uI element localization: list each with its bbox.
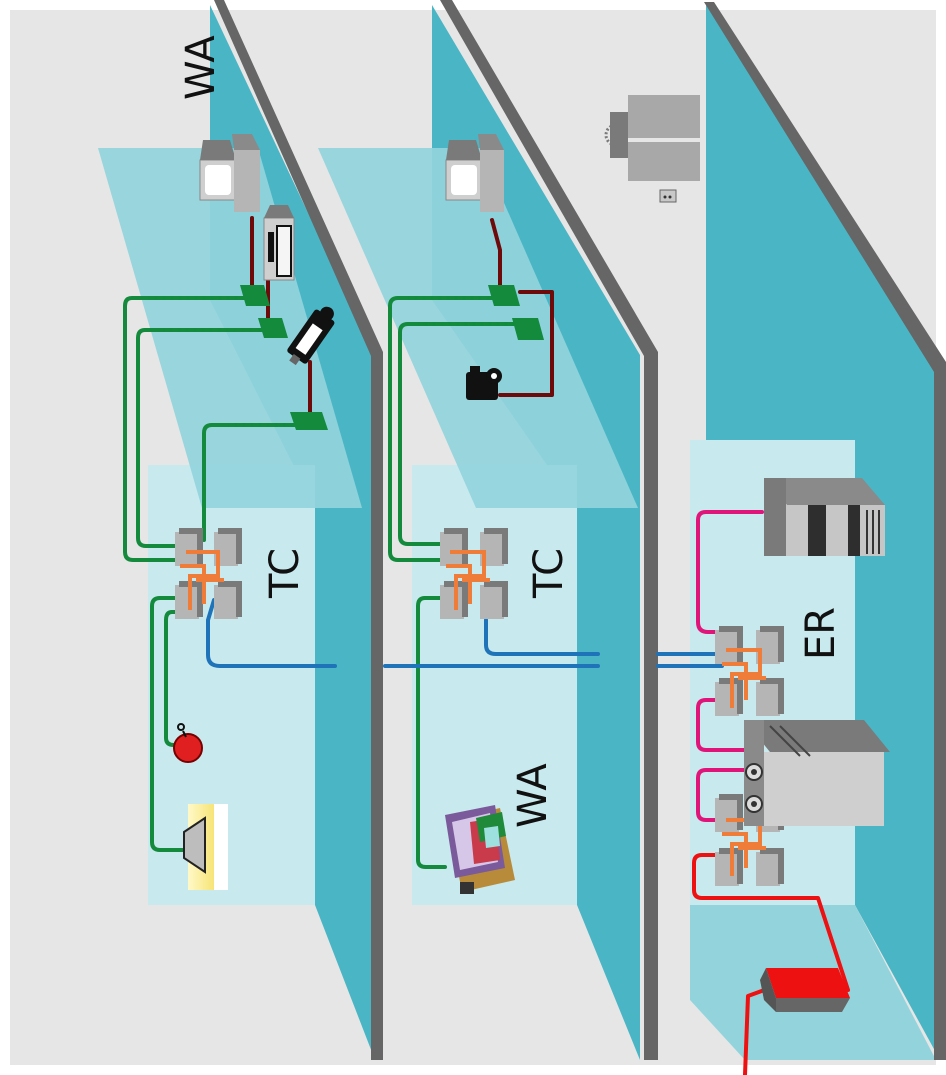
green-cable — [150, 596, 187, 852]
access-control-reader-icon — [263, 205, 295, 281]
network-camera-icon — [199, 134, 260, 212]
magenta-cable — [696, 510, 764, 634]
label-tc-floor-1: TC — [262, 548, 308, 599]
magenta-cable — [696, 698, 747, 752]
blue-backbone-cable — [206, 598, 337, 668]
ptz-camera-icon — [287, 306, 335, 366]
green-cable — [388, 296, 497, 562]
cabling — [123, 216, 850, 1075]
alarm-bell-icon — [173, 723, 203, 763]
patch-panel-icon — [175, 528, 242, 619]
green-dotted-cable — [148, 296, 298, 427]
blue-backbone-cable — [656, 652, 724, 668]
server-icon — [764, 478, 885, 556]
outlet-plate — [512, 318, 544, 340]
green-cable — [123, 296, 252, 562]
outlet-plate — [290, 412, 328, 430]
floor-2 — [318, 0, 658, 1060]
blue-backbone-cable — [484, 618, 600, 656]
floor-2-telecom-room — [412, 465, 577, 905]
maroon-cable — [490, 218, 502, 292]
green-cable — [398, 322, 522, 546]
green-dotted-cable — [408, 296, 518, 326]
floor-2-wall-edge — [440, 0, 658, 1060]
floor-2-work-area-panel — [318, 148, 638, 508]
magenta-cable — [696, 768, 747, 822]
speaker-icon — [183, 804, 228, 890]
nvr-storage-icon — [744, 720, 890, 826]
green-cable — [202, 423, 302, 542]
outlet-plates — [240, 285, 544, 430]
ptz-camera-icon — [466, 366, 502, 400]
green-cable — [416, 596, 447, 869]
patch-panel-icon — [440, 528, 508, 619]
network-camera-icon — [445, 134, 504, 212]
patch-panel-icon — [715, 626, 784, 716]
red-cable — [692, 853, 850, 992]
label-er: ER — [798, 607, 844, 660]
green-cable — [136, 328, 270, 548]
touch-panel-icon — [445, 805, 515, 894]
maroon-cable — [498, 290, 554, 397]
outlet-plate — [488, 285, 520, 306]
ups-icon — [604, 95, 700, 203]
outlet-plate — [240, 285, 270, 306]
outlet-plate — [258, 318, 288, 338]
router-icon — [760, 968, 850, 1012]
label-wa-floor-2: WA — [510, 763, 556, 828]
label-tc-floor-2: TC — [526, 548, 572, 599]
label-wa-top: WA — [178, 35, 224, 100]
floor-1-wall-edge — [214, 0, 383, 1060]
green-cable — [164, 610, 184, 747]
